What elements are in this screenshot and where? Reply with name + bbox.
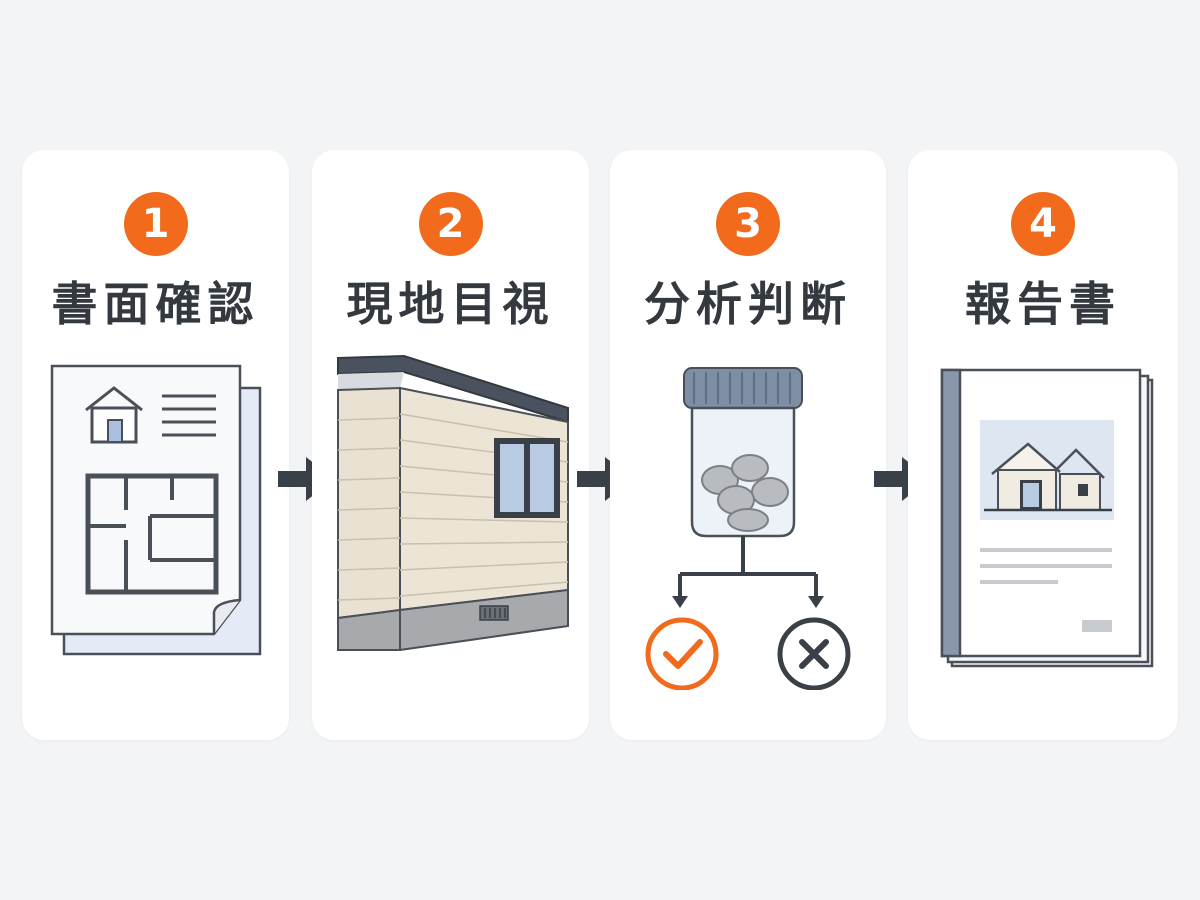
step-card-1: 1 書面確認 [22, 150, 289, 740]
step-card-4: 4 報告書 [908, 150, 1178, 740]
step-card-2: 2 現地目視 [312, 150, 589, 740]
step-number-badge: 4 [1011, 192, 1075, 256]
sample-jar-decision-icon [645, 367, 851, 690]
step-number-badge: 1 [123, 192, 188, 256]
report-booklet-icon [940, 368, 1154, 668]
document-floorplan-icon [50, 364, 262, 656]
step-number-badge: 2 [418, 192, 483, 256]
house-siding-icon [337, 354, 569, 651]
step-title: 分析判断 [644, 277, 852, 331]
step-title: 書面確認 [51, 277, 260, 331]
step-card-3: 3 分析判断 [610, 150, 886, 740]
step-title: 報告書 [965, 277, 1121, 331]
step-title: 現地目視 [346, 277, 555, 331]
step-number-badge: 3 [716, 192, 780, 256]
